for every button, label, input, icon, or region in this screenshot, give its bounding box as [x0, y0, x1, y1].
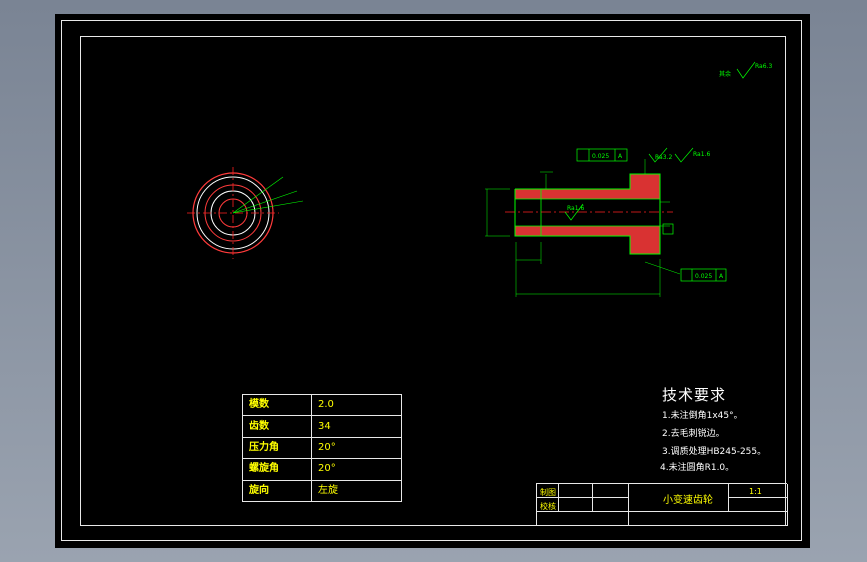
- drawing-scale: 1:1: [749, 487, 762, 496]
- table-row: 旋向 左旋: [242, 479, 402, 503]
- tech-requirement-item: 1.未注倒角1x45°。: [662, 411, 743, 421]
- param-value: 2.0: [311, 393, 402, 417]
- end-view-circles: [187, 167, 304, 259]
- table-row: 压力角 20°: [242, 436, 402, 460]
- surface-roughness-top: Ra6.3: [755, 63, 772, 70]
- param-label: 压力角: [242, 436, 312, 460]
- tb-cell: [629, 512, 788, 526]
- param-value: 34: [311, 415, 402, 438]
- tb-cell: [537, 512, 629, 526]
- surface-other-label: 其余: [719, 70, 731, 78]
- tb-cell: [629, 484, 729, 512]
- part-name: 小变速齿轮: [663, 495, 713, 506]
- drawing-border-outer: [61, 20, 802, 541]
- bore-roughness: Ra1.6: [567, 205, 584, 212]
- tech-requirement-item: 2.去毛刺锐边。: [662, 429, 725, 439]
- title-block: 制图 校核 小变速齿轮 1:1: [536, 483, 788, 526]
- tb-checked-by-label: 校核: [540, 502, 556, 511]
- datum-top: A: [618, 153, 623, 160]
- tolerance-value-top: 0.025: [592, 153, 609, 160]
- tb-cell: [537, 498, 559, 512]
- param-label: 齿数: [242, 415, 312, 438]
- param-label: 旋向: [242, 479, 312, 503]
- tb-cell: [593, 498, 629, 512]
- tb-cell: [729, 498, 788, 512]
- tb-drawn-by-label: 制图: [540, 488, 556, 497]
- param-value: 左旋: [311, 479, 402, 503]
- table-row: 螺旋角 20°: [242, 458, 402, 481]
- datum-bottom: A: [719, 273, 724, 280]
- geometric-tolerance-frames: [564, 61, 756, 282]
- tech-requirement-item: 4.未注圆角R1.0。: [660, 463, 735, 473]
- gear-parameter-table: 模数 2.0 齿数 34 压力角 20° 螺旋角 20° 旋向 左旋: [242, 393, 402, 503]
- tb-cell: [559, 484, 593, 498]
- param-label: 螺旋角: [242, 458, 312, 481]
- tb-cell: [729, 484, 788, 498]
- tech-requirement-item: 3.调质处理HB245-255。: [662, 447, 767, 457]
- param-label: 模数: [242, 393, 312, 417]
- cad-drawing-canvas[interactable]: 其余 Ra6.3 Ra3.2 Ra1.6 Ra1.6 0.025 A 0.025…: [55, 14, 810, 548]
- tb-cell: [537, 484, 559, 498]
- tech-requirements-title: 技术要求: [662, 386, 727, 404]
- param-value: 20°: [311, 458, 402, 481]
- surface-roughness-mid: Ra3.2: [655, 154, 672, 161]
- table-row: 齿数 34: [242, 415, 402, 438]
- surface-roughness-right: Ra1.6: [693, 151, 710, 158]
- param-value: 20°: [311, 436, 402, 460]
- table-row: 模数 2.0: [242, 393, 402, 417]
- cad-geometry: 其余 Ra6.3 Ra3.2 Ra1.6 Ra1.6 0.025 A 0.025…: [187, 61, 772, 297]
- section-view: [485, 159, 681, 297]
- tb-cell: [593, 484, 629, 498]
- drawing-border-inner: [80, 36, 786, 526]
- tolerance-value-bottom: 0.025: [695, 273, 712, 280]
- tb-cell: [559, 498, 593, 512]
